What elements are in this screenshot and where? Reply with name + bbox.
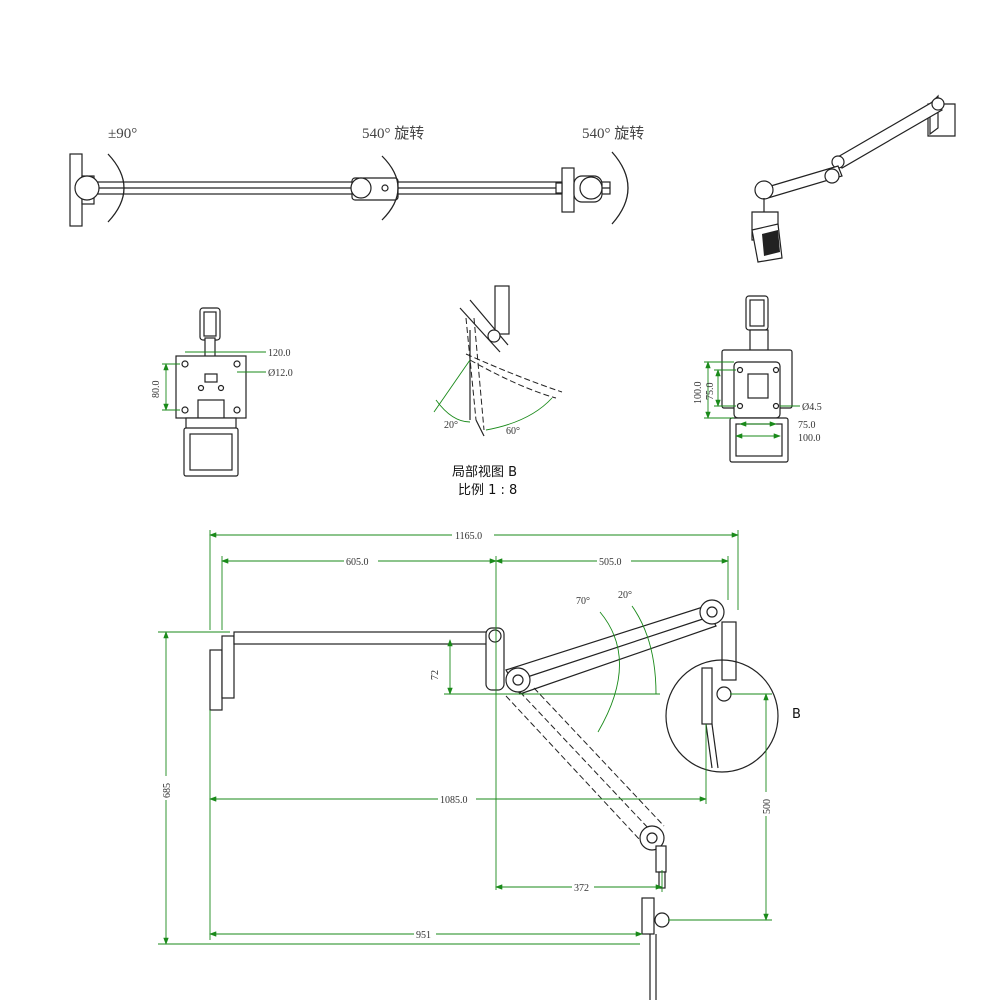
plate-right-view: 100.0 75.0 Ø4.5 75.0 100.0 bbox=[693, 295, 822, 463]
rotation-label-base: ±90° bbox=[108, 126, 137, 142]
dim-372: 372 bbox=[574, 883, 589, 894]
dim-100v: 100.0 bbox=[693, 382, 704, 405]
dim-120: 120.0 bbox=[268, 348, 291, 359]
dim-72: 72 bbox=[430, 670, 441, 680]
dim-500: 500 bbox=[762, 799, 773, 814]
detail-angle-20: 20° bbox=[444, 420, 458, 431]
rotation-label-end: 540° 旋转 bbox=[582, 125, 644, 142]
dim-951: 951 bbox=[416, 930, 431, 941]
side-wall-plate bbox=[209, 649, 223, 711]
dim-100h: 100.0 bbox=[798, 433, 821, 444]
top-view: ±90° 540° 旋转 540° 旋转 bbox=[69, 125, 644, 227]
rotation-label-mid: 540° 旋转 bbox=[362, 125, 424, 142]
dim-505: 505.0 bbox=[599, 557, 622, 568]
detail-caption-1: 局部视图 B bbox=[452, 465, 517, 480]
side-view: B 1165.0 605.0 505.0 70° 20° 72 685 bbox=[158, 528, 801, 1000]
detail-angle-60: 60° bbox=[506, 426, 520, 437]
detail-label-b: B bbox=[792, 707, 801, 722]
detail-caption-2: 比例 1 : 8 bbox=[458, 483, 517, 498]
angle-20: 20° bbox=[618, 590, 632, 601]
detail-b-view: 20° 60° 局部视图 B 比例 1 : 8 bbox=[433, 285, 563, 498]
side-forearm bbox=[505, 605, 717, 695]
dim-80: 80.0 bbox=[151, 381, 162, 399]
detail-circle-b bbox=[665, 659, 779, 773]
base-joint bbox=[74, 175, 100, 201]
iso-upper-arm bbox=[835, 99, 943, 169]
dim-d12: Ø12.0 bbox=[268, 368, 293, 379]
dim-1085: 1085.0 bbox=[440, 795, 468, 806]
end-bracket bbox=[561, 167, 575, 213]
angle-70: 70° bbox=[576, 596, 590, 607]
dim-75v: 75.0 bbox=[705, 383, 716, 401]
dim-1165: 1165.0 bbox=[455, 531, 482, 542]
isometric-view bbox=[751, 94, 956, 263]
dim-d45: Ø4.5 bbox=[802, 402, 822, 413]
side-arm-upper bbox=[233, 631, 499, 645]
plate-left-view: 120.0 Ø12.0 80.0 bbox=[151, 307, 293, 477]
dim-685: 685 bbox=[162, 783, 173, 798]
dim-75h: 75.0 bbox=[798, 420, 816, 431]
dim-605: 605.0 bbox=[346, 557, 369, 568]
